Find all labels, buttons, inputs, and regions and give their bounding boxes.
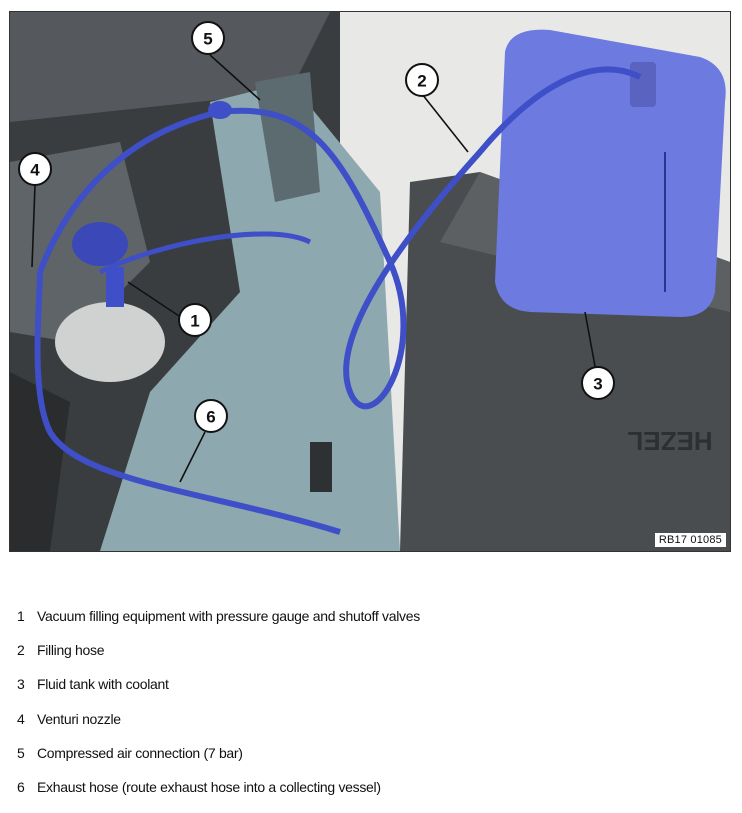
- pressure-gauge: [72, 222, 128, 266]
- svg-text:3: 3: [593, 375, 602, 394]
- stand-brand: HEZEL: [627, 426, 712, 456]
- reference-code: RB17 01085: [654, 533, 726, 547]
- illustration: HEZEL 5 2 4 1 3 6: [10, 12, 730, 551]
- svg-text:4: 4: [30, 161, 40, 180]
- connection-hose: [98, 231, 312, 275]
- legend-item: 3 Fluid tank with coolant: [17, 676, 420, 710]
- legend-text: Fluid tank with coolant: [37, 676, 169, 693]
- legend-item: 1 Vacuum filling equipment with pressure …: [17, 608, 420, 642]
- wheel-arch: [10, 372, 70, 551]
- fender-strap: [255, 72, 320, 202]
- legend-number: 2: [17, 642, 25, 659]
- svg-text:6: 6: [206, 408, 215, 427]
- filling-hose: [37, 66, 642, 410]
- legend-number: 5: [17, 744, 25, 761]
- photo-figure: HEZEL 5 2 4 1 3 6 RB17 01085: [9, 11, 731, 552]
- callout-6: 6: [194, 399, 228, 433]
- legend-number: 6: [17, 778, 25, 795]
- legend-number: 4: [17, 710, 25, 727]
- exhaust-hose: [34, 271, 341, 535]
- svg-text:1: 1: [190, 312, 199, 331]
- legend-number: 3: [17, 676, 25, 693]
- tank-cap: [630, 62, 656, 107]
- legend-text: Exhaust hose (route exhaust hose into a …: [37, 778, 381, 795]
- callout-4: 4: [18, 152, 52, 186]
- leader-5: [209, 54, 261, 101]
- leader-2: [421, 93, 469, 153]
- coolant-tank: [495, 29, 726, 318]
- legend-text: Compressed air connection (7 bar): [37, 744, 243, 761]
- callout-3: 3: [581, 366, 615, 400]
- callout-5: 5: [191, 21, 225, 55]
- svg-text:2: 2: [417, 72, 426, 91]
- fender-magnet: [310, 442, 332, 492]
- legend-number: 1: [17, 608, 25, 624]
- legend-text: Filling hose: [37, 642, 105, 659]
- expansion-tank: [55, 302, 165, 382]
- legend-item: 4 Venturi nozzle: [17, 711, 420, 745]
- leader-6: [179, 431, 206, 483]
- shutoff-valve: [106, 267, 124, 307]
- legend-text: Venturi nozzle: [37, 710, 121, 727]
- legend-item: 5 Compressed air connection (7 bar): [17, 745, 420, 779]
- legend-text: Vacuum filling equipment with pressure g…: [37, 608, 420, 624]
- callout-2: 2: [405, 63, 439, 97]
- leader-4: [31, 184, 36, 268]
- legend-item: 6 Exhaust hose (route exhaust hose into a…: [17, 779, 420, 813]
- air-coupling: [208, 101, 232, 119]
- callout-1: 1: [178, 303, 212, 337]
- legend-list: 1 Vacuum filling equipment with pressure …: [17, 608, 420, 813]
- fender-cover: [100, 82, 400, 551]
- svg-text:5: 5: [203, 30, 212, 49]
- leader-3: [584, 311, 598, 378]
- legend-item: 2 Filling hose: [17, 642, 420, 676]
- leader-1: [127, 281, 183, 319]
